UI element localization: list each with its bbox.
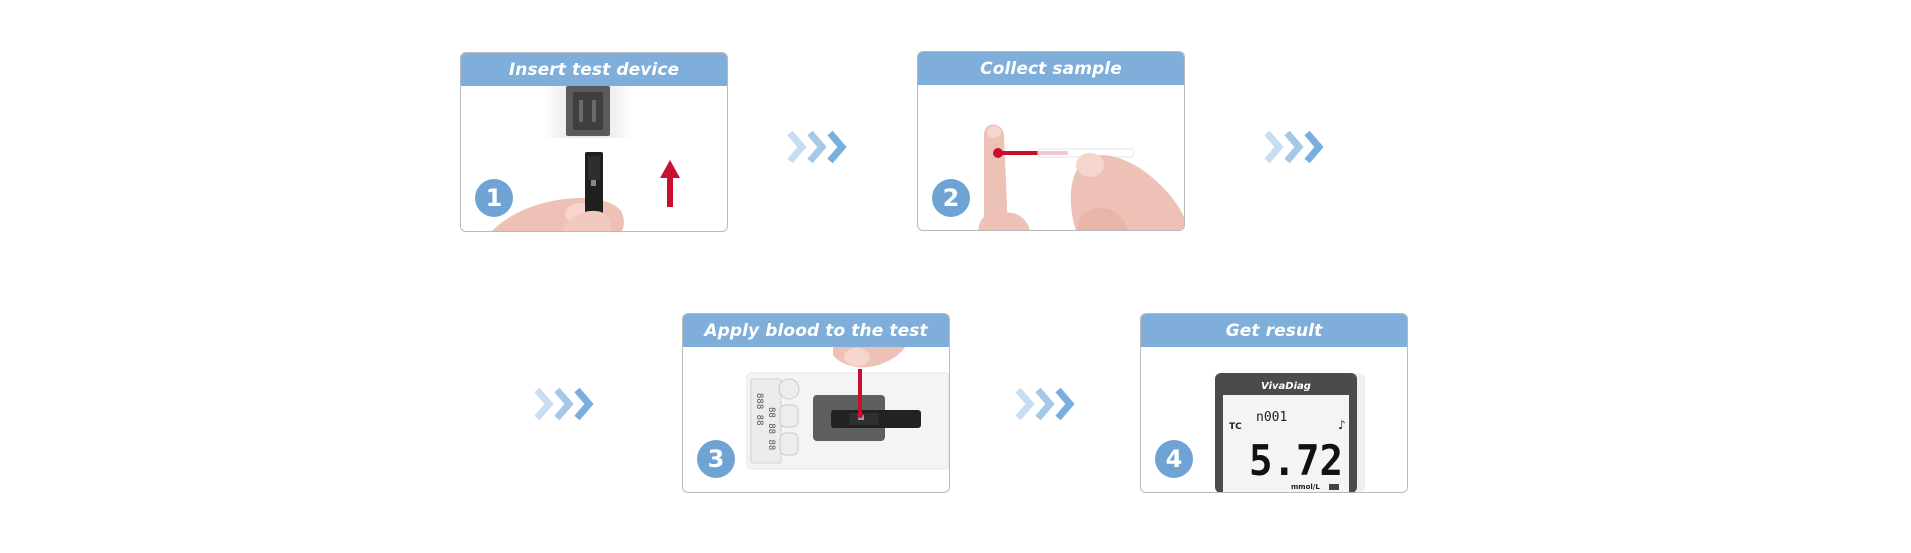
step-title: Collect sample [918,52,1184,85]
step-number: 1 [486,184,503,212]
reading-value: 5.72 [1249,436,1343,485]
step-title: Get result [1141,314,1407,347]
step-number-badge [932,179,970,217]
step-card-3: Apply blood to the test device 888 88 88… [682,313,950,493]
record-number: n001 [1256,410,1287,425]
battery-icon [1329,484,1339,490]
sound-icon: ♪ [1338,418,1346,432]
step-number: 2 [943,184,960,212]
step-number: 3 [708,445,725,473]
meter-brand: VivaDiag [1261,381,1311,392]
step-title: Insert test device [461,53,727,86]
step-card-1: Insert test device [460,52,728,232]
collect-sample-illustration: 2 [932,124,1184,230]
step-number: 4 [1166,445,1183,473]
step-card-2: Collect sample 2 [917,51,1185,231]
svg-text:888 88: 888 88 [754,393,764,426]
test-code: TC [1229,422,1242,432]
reading-unit: mmol/L [1291,483,1320,491]
step-number-badge [1155,440,1193,478]
step-number-badge [697,440,735,478]
step-number-badge [475,179,513,217]
triple-chevron-right-icon [1264,130,1324,164]
svg-text:88 88 88: 88 88 88 [766,407,776,450]
meter-result-illustration: VivaDiag TC n001 ♪ 5.72 mmol/L 4 [1155,373,1365,492]
triple-chevron-right-icon [534,387,594,421]
insert-device-illustration: 1 [475,86,680,231]
arrow-up-icon [660,160,680,207]
triple-chevron-right-icon [787,130,847,164]
step-title: Apply blood to the test device [683,314,949,375]
triple-chevron-right-icon [1015,387,1075,421]
step-card-4: Get result VivaDiag TC n001 ♪ 5.72 mmol/… [1140,313,1408,493]
apply-blood-illustration: 888 88 88 88 88 3 [697,347,949,478]
